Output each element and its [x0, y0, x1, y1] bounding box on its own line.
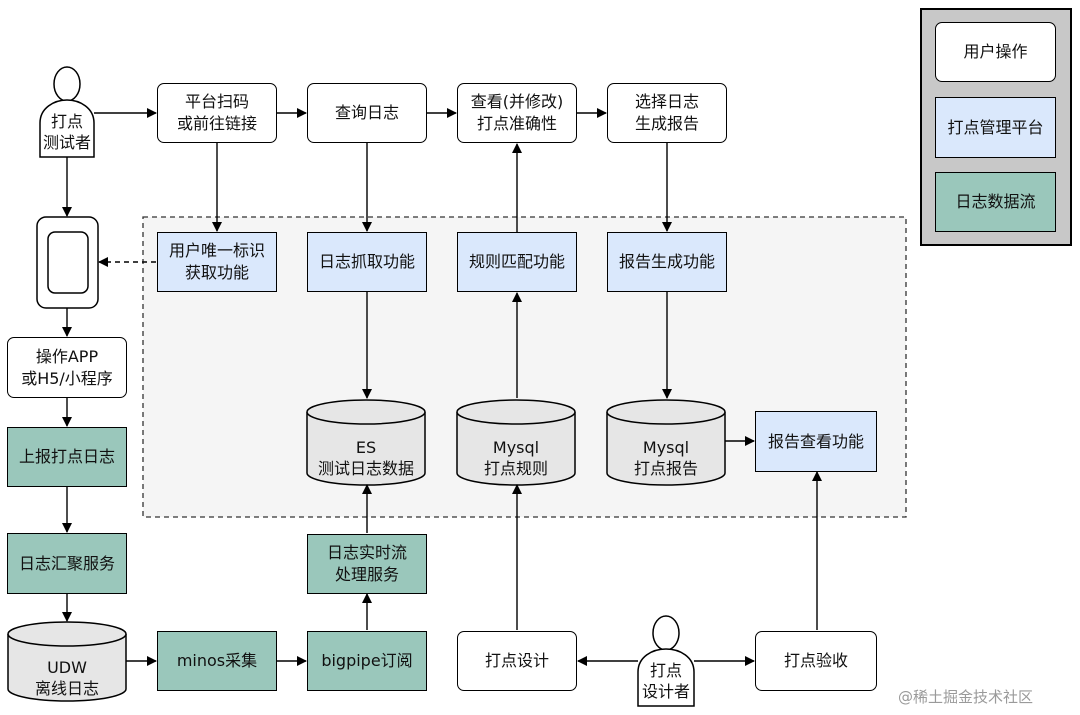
select-report-node: 选择日志 生成报告 — [607, 83, 727, 143]
user-id-function-node: 用户唯一标识 获取功能 — [157, 232, 277, 292]
report-logs-node: 上报打点日志 — [7, 427, 127, 487]
minos-node: minos采集 — [157, 631, 277, 691]
rule-match-function-node: 规则匹配功能 — [457, 232, 577, 292]
mysql-rules-database-cylinder — [456, 399, 576, 486]
log-aggregation-node: 日志汇聚服务 — [7, 533, 127, 594]
query-logs-node: 查询日志 — [307, 83, 427, 143]
legend-user-action: 用户操作 — [935, 22, 1056, 82]
udw-database-cylinder — [7, 621, 127, 702]
design-node: 打点设计 — [457, 631, 577, 691]
designer-actor-icon — [637, 615, 695, 707]
designer-label: 打点 设计者 — [641, 661, 690, 701]
legend-data-flow: 日志数据流 — [935, 172, 1056, 232]
udw-database-label: UDW 离线日志 — [34, 658, 99, 698]
report-gen-function-node: 报告生成功能 — [607, 232, 727, 292]
tester-actor-icon — [39, 66, 95, 158]
operate-app-node: 操作APP 或H5/小程序 — [7, 337, 127, 398]
mysql-report-database-label: Mysql 打点报告 — [633, 438, 698, 478]
acceptance-node: 打点验收 — [755, 631, 877, 691]
scan-link-node: 平台扫码 或前往链接 — [157, 83, 277, 143]
legend-platform: 打点管理平台 — [935, 97, 1056, 158]
watermark-text: @稀土掘金技术社区 — [898, 688, 1034, 706]
mysql-rules-database-label: Mysql 打点规则 — [483, 438, 548, 478]
report-view-function-node: 报告查看功能 — [755, 411, 877, 472]
mysql-report-database-cylinder — [606, 399, 726, 486]
log-capture-function-node: 日志抓取功能 — [307, 232, 427, 292]
bigpipe-node: bigpipe订阅 — [307, 631, 427, 691]
realtime-stream-node: 日志实时流 处理服务 — [307, 534, 427, 594]
tester-label: 打点 测试者 — [42, 112, 91, 152]
es-database-label: ES 测试日志数据 — [317, 438, 414, 478]
es-database-cylinder — [306, 399, 426, 486]
phone-icon — [36, 216, 99, 309]
check-accuracy-node: 查看(并修改) 打点准确性 — [457, 83, 577, 143]
